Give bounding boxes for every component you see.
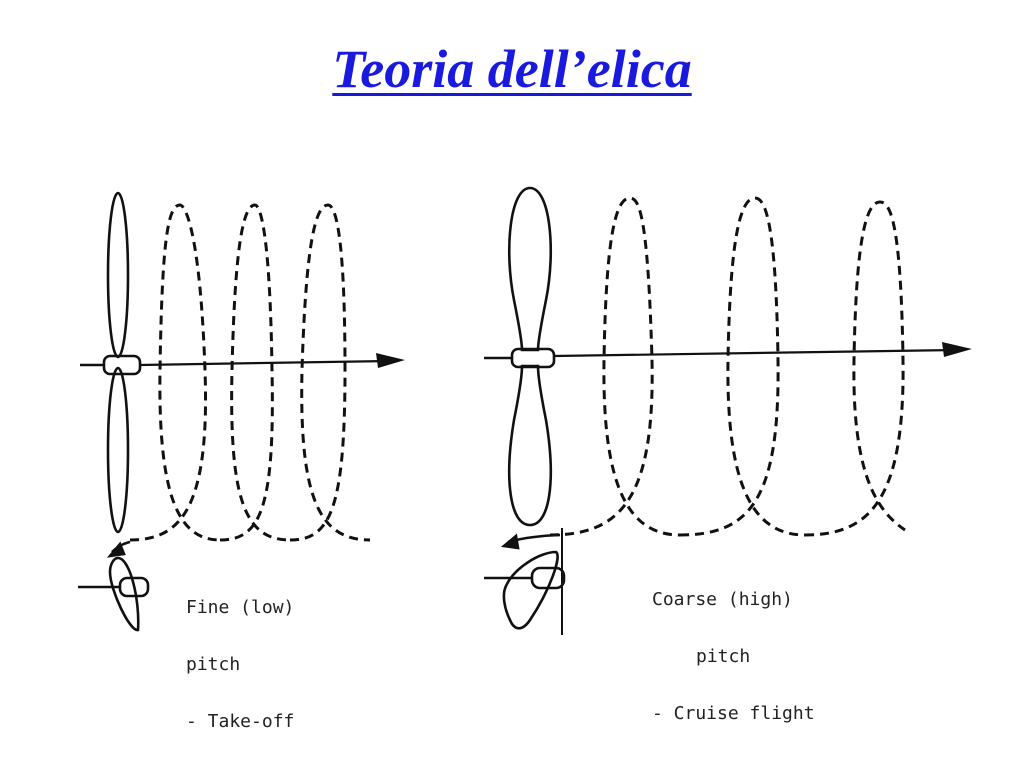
helix-loop-1 <box>129 203 221 542</box>
helix-loop-2 <box>679 196 806 537</box>
rotation-arrowhead <box>106 541 126 558</box>
rotation-arrowhead <box>500 533 520 550</box>
thrust-axis-arrow <box>139 359 389 367</box>
coarse-pitch-caption: Coarse (high) pitch - Cruise flight <box>652 552 815 761</box>
fine-pitch-diagram <box>78 191 405 632</box>
fine-pitch-caption: Fine (low) pitch - Take-off <box>186 560 294 769</box>
fine-pitch-panel: Fine (low) pitch - Take-off <box>70 180 430 731</box>
propeller-hub <box>510 347 556 369</box>
thrust-arrowhead <box>376 353 405 368</box>
coarse-caption-line-1: Coarse (high) <box>652 589 793 610</box>
coarse-pitch-panel: Coarse (high) pitch - Cruise flight <box>480 180 990 723</box>
propeller-blade-bottom <box>507 364 553 527</box>
thrust-arrowhead <box>942 342 972 357</box>
propeller-blade-bottom <box>106 366 130 534</box>
helix-loop-2 <box>219 203 291 542</box>
blade-section-fine <box>108 556 140 632</box>
helix-loop-3 <box>289 203 371 542</box>
coarse-pitch-diagram <box>484 186 972 635</box>
fine-caption-line-3: - Take-off <box>186 711 295 732</box>
fine-caption-line-2: pitch <box>186 654 241 675</box>
helix-loop-3 <box>804 200 906 537</box>
slide-title: Teoria dell’elica <box>332 39 692 99</box>
blade-section-coarse <box>502 550 559 630</box>
helix-loop-1 <box>549 196 681 537</box>
propeller-blade-top <box>507 186 553 352</box>
propeller-blade-top <box>106 191 130 359</box>
fine-caption-line-1: Fine (low) <box>186 597 295 618</box>
thrust-axis-arrow <box>553 348 957 358</box>
coarse-caption-line-2: pitch <box>696 646 751 667</box>
coarse-caption-line-3: - Cruise flight <box>652 703 815 724</box>
